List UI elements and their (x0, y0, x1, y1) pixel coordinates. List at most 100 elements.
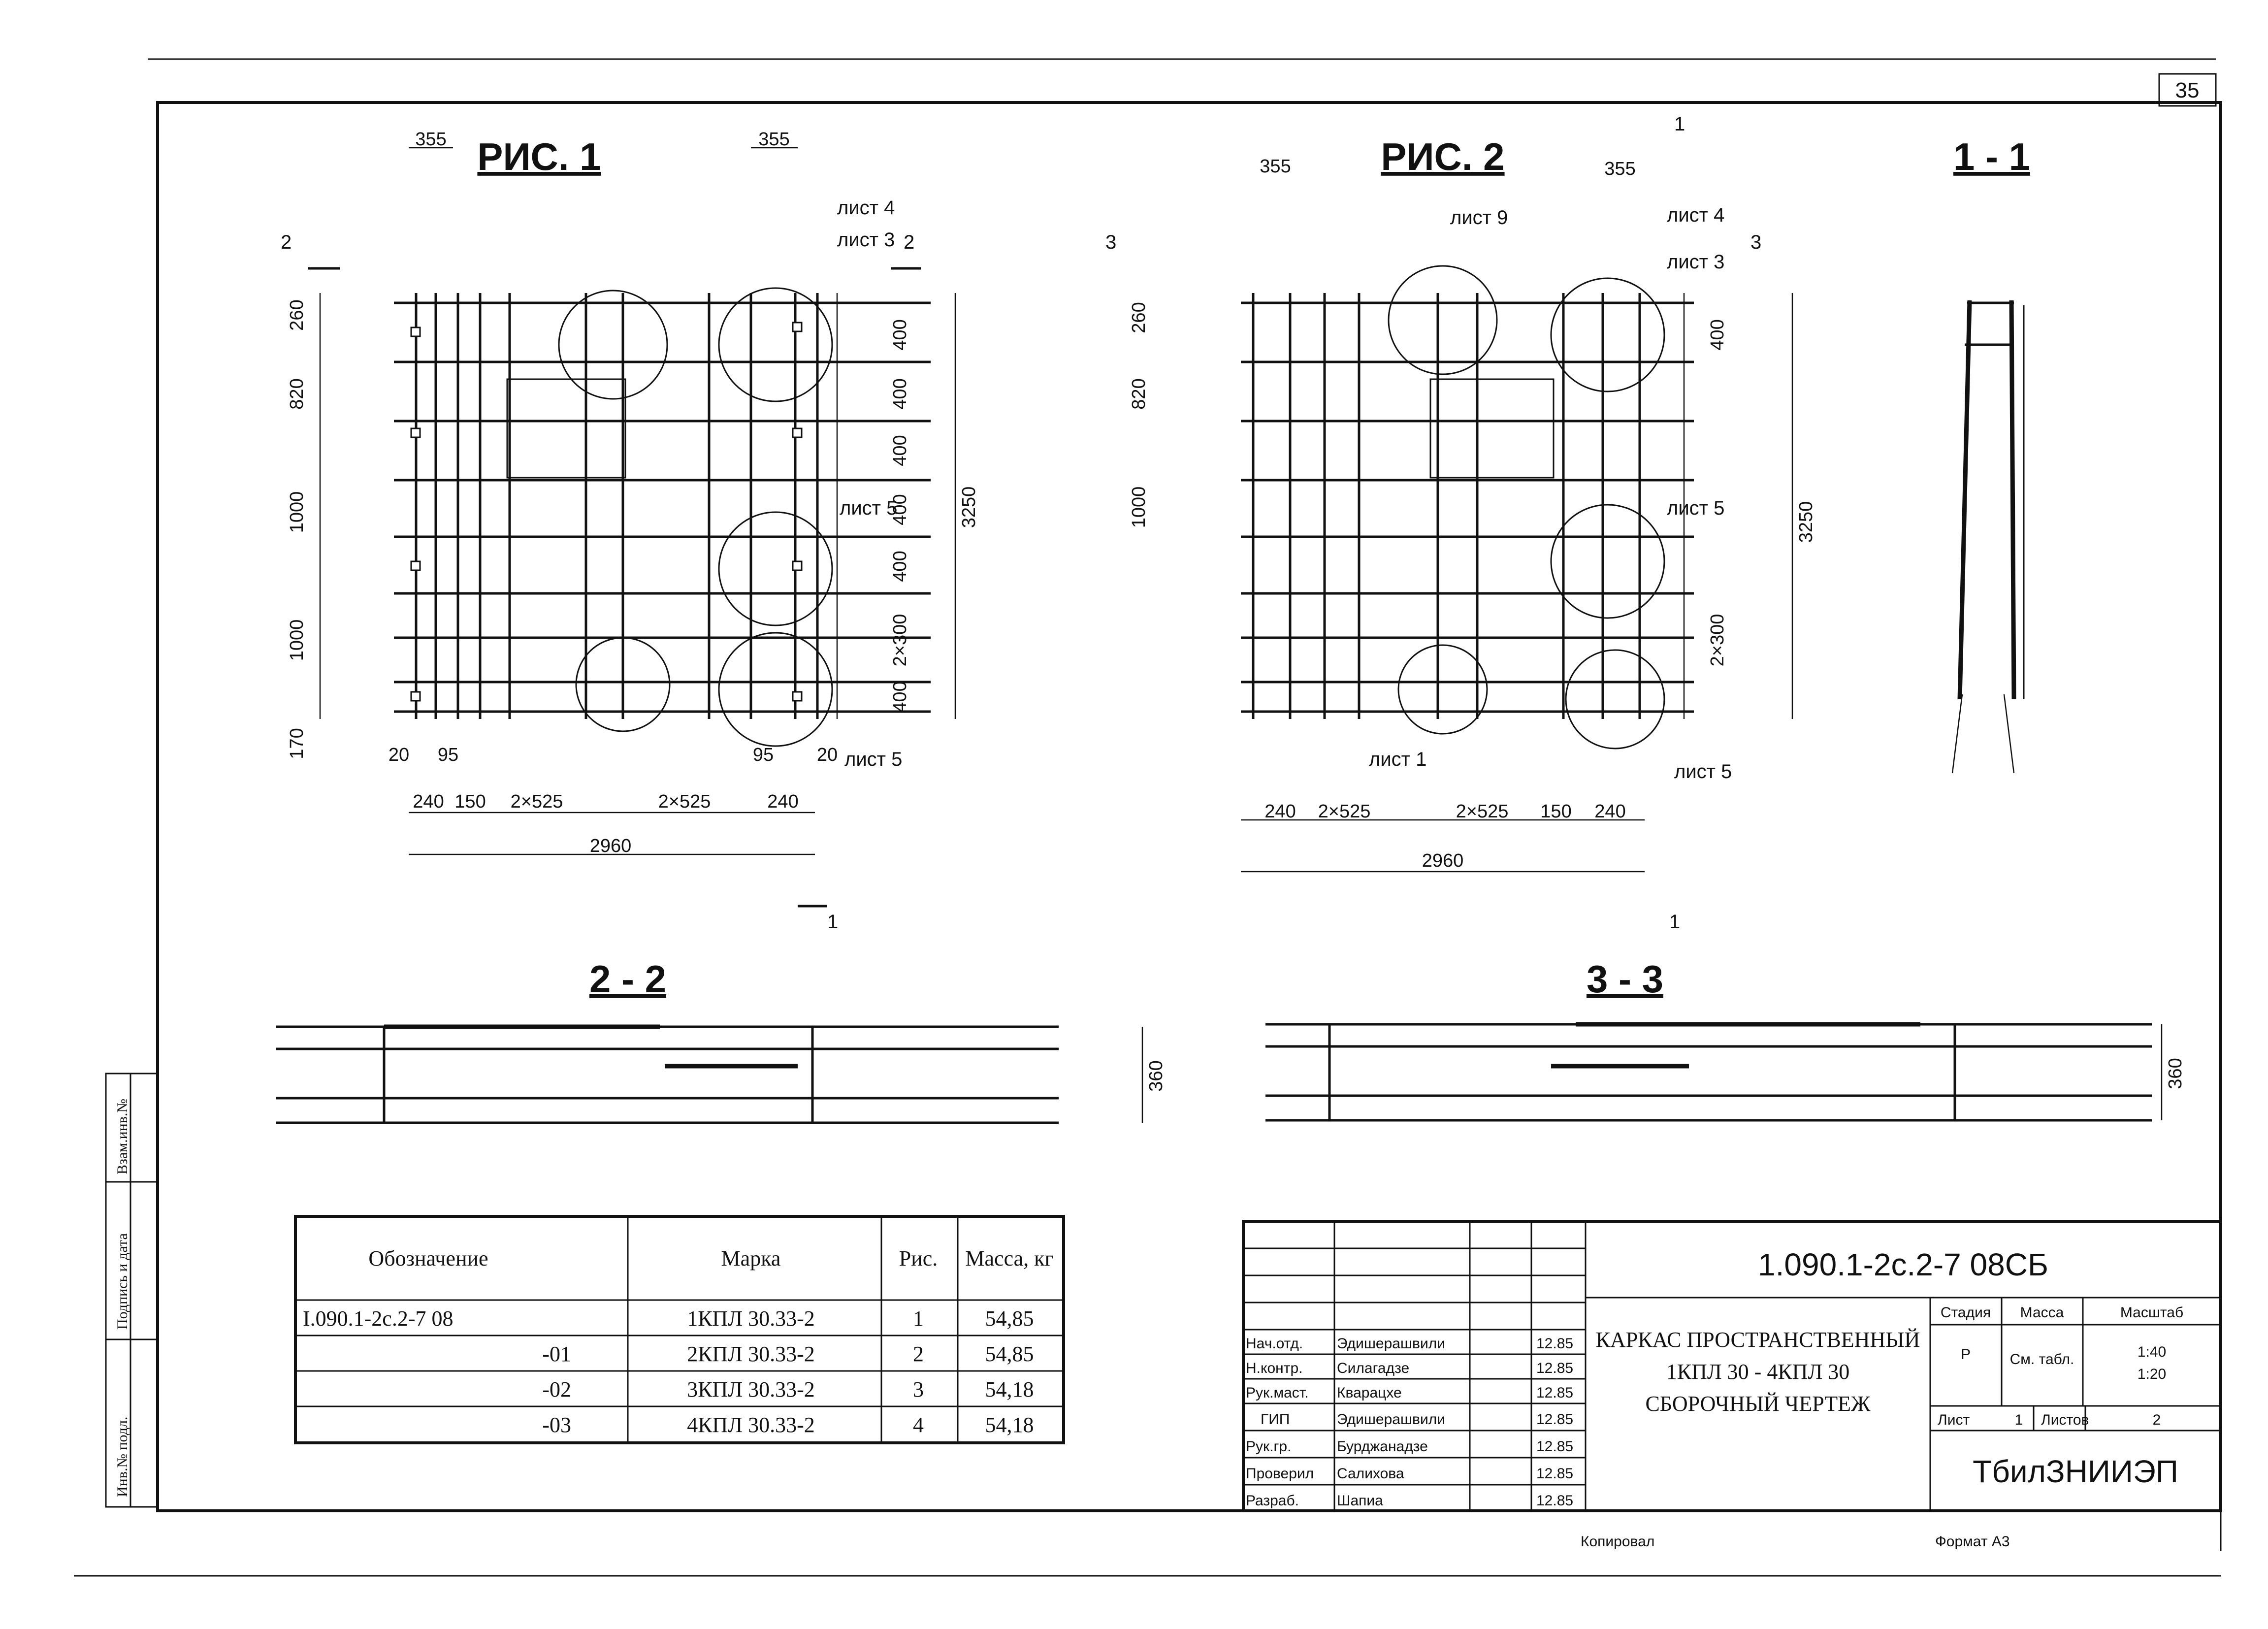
tb-name-line1: КАРКАС ПРОСТРАНСТВЕННЫЙ (1596, 1328, 1920, 1352)
tb-sheet-lbl: Лист (1938, 1412, 1970, 1428)
tb-mass: См. табл. (2010, 1351, 2074, 1368)
fig1-dim-355-right: 355 (758, 129, 789, 150)
sec-3-3-title: 3 - 3 (1587, 957, 1663, 1001)
fig2-callout-list3: лист 3 (1667, 251, 1724, 273)
section-1-1: 1 - 1 (1951, 135, 2030, 774)
fig2-dim-2x525-right: 2×525 (1456, 801, 1509, 822)
tb-date-1: 12.85 (1536, 1360, 1573, 1376)
fig2-callout-list9: лист 9 (1450, 207, 1508, 228)
figure-2-plan: РИС. 2 355 355 2960 240 2×525 (1105, 113, 1816, 933)
tb-mass-hdr: Масса (2020, 1304, 2064, 1321)
spec-r4-c3: 4 (913, 1413, 924, 1437)
side-stamp-replace: Взам.инв.№ (114, 1099, 130, 1174)
fig1-dim-95-right: 95 (753, 745, 774, 765)
spec-table: Обозначение Марка Рис. Масса, кг I.090.1… (294, 1215, 1065, 1444)
tb-scale-2: 1:20 (2138, 1366, 2166, 1382)
fig2-dim-240-left: 240 (1264, 801, 1296, 822)
spec-r1-c1: I.090.1-2с.2-7 08 (303, 1306, 454, 1331)
tb-role-4: Рук.гр. (1246, 1438, 1291, 1455)
tb-date-4: 12.85 (1536, 1438, 1573, 1455)
spec-r4-c2: 4КПЛ 30.33-2 (687, 1413, 815, 1437)
fig1-callout-list3: лист 3 (837, 229, 895, 251)
spec-r3-c1: -02 (542, 1377, 571, 1401)
fig2-dim-150: 150 (1540, 801, 1571, 822)
section-2-2: 2 - 2 360 (276, 957, 1166, 1124)
fig1-dim-240-left: 240 (413, 791, 444, 812)
tb-name-3: Эдишерашвили (1337, 1411, 1445, 1428)
side-stamp-inv: Инв.№ подл. (114, 1417, 130, 1497)
fig1-dim-400-c: 400 (890, 435, 910, 466)
tb-date-2: 12.85 (1536, 1385, 1573, 1401)
tb-sheet-no: 1 (2015, 1412, 2023, 1428)
tb-role-6: Разраб. (1246, 1493, 1299, 1509)
fig1-callout-list5-a: лист 5 (840, 497, 897, 519)
fig1-dim-1000-top: 1000 (287, 491, 307, 533)
footer-copied: Копировал (1581, 1533, 1654, 1550)
fig1-dim-240-right: 240 (767, 791, 798, 812)
fig1-title: РИС. 1 (477, 135, 601, 178)
fig2-callout-list5-b: лист 5 (1674, 761, 1732, 782)
spec-r1-c4: 54,85 (985, 1306, 1034, 1331)
svg-text:1: 1 (1669, 911, 1680, 933)
fig2-dim-2x300: 2×300 (1707, 614, 1728, 667)
spec-r2-c3: 2 (913, 1342, 924, 1366)
footer-format: Формат А3 (1935, 1533, 2010, 1550)
fig1-dim-2960: 2960 (590, 836, 632, 856)
spec-r3-c3: 3 (913, 1377, 924, 1401)
fig1-dim-2x525-right: 2×525 (658, 791, 711, 812)
tb-date-6: 12.85 (1536, 1493, 1573, 1509)
section-3-3: 3 - 3 360 (1265, 957, 2186, 1122)
fig2-dim-355-right: 355 (1604, 159, 1635, 179)
fig1-dim-3250: 3250 (959, 487, 979, 528)
fig1-dim-820: 820 (287, 378, 307, 409)
svg-text:1: 1 (1674, 113, 1685, 135)
fig2-dim-1000-top: 1000 (1129, 487, 1149, 528)
spec-r2-c4: 54,85 (985, 1342, 1034, 1366)
tb-stage: Р (1961, 1346, 1971, 1363)
title-block: Нач.отд. Н.контр. Рук.маст. ГИП Рук.гр. … (1242, 1220, 2222, 1512)
fig1-dim-95-left: 95 (438, 745, 458, 765)
fig2-title: РИС. 2 (1381, 135, 1504, 178)
tb-name-0: Эдишерашвили (1337, 1336, 1445, 1352)
side-stamp: Инв.№ подл. Подпись и дата Взам.инв.№ (105, 1073, 159, 1508)
spec-header-mark: Марка (721, 1246, 781, 1271)
figure-1-plan: РИС. 1 (281, 129, 979, 933)
fig2-dim-240-right: 240 (1594, 801, 1625, 822)
tb-role-2: Рук.маст. (1246, 1385, 1309, 1401)
fig1-dim-2x300: 2×300 (890, 614, 910, 667)
spec-r3-c2: 3КПЛ 30.33-2 (687, 1377, 815, 1401)
fig1-dim-355-left: 355 (415, 129, 446, 150)
fig2-callout-list1: лист 1 (1369, 749, 1426, 770)
tb-sheets-no: 2 (2153, 1412, 2161, 1428)
tb-name-line3: СБОРОЧНЫЙ ЧЕРТЕЖ (1646, 1392, 1871, 1416)
fig2-callout-list5-a: лист 5 (1667, 497, 1724, 519)
svg-text:3: 3 (1105, 231, 1116, 253)
spec-r1-c2: 1КПЛ 30.33-2 (687, 1306, 815, 1331)
fig1-dim-170: 170 (287, 728, 307, 759)
spec-r2-c2: 2КПЛ 30.33-2 (687, 1342, 815, 1366)
page-number-box (2158, 73, 2217, 107)
tb-scale-1: 1:40 (2138, 1344, 2166, 1360)
tb-name-6: Шапиа (1337, 1493, 1383, 1509)
tb-name-5: Салихова (1337, 1466, 1404, 1482)
tb-code: 1.090.1-2с.2-7 08СБ (1758, 1247, 2048, 1282)
tb-role-1: Н.контр. (1246, 1360, 1302, 1376)
tb-sheets-lbl: Листов (2041, 1412, 2089, 1428)
sec-2-2-dim-360: 360 (1146, 1060, 1166, 1091)
sec-3-3-dim-360: 360 (2165, 1058, 2186, 1089)
tb-org: ТбилЗНИИЭП (1973, 1454, 2178, 1489)
svg-text:1: 1 (827, 911, 838, 933)
fig1-dim-400-f: 400 (890, 681, 910, 712)
fig2-dim-820: 820 (1129, 378, 1149, 409)
fig1-dim-400-e: 400 (890, 551, 910, 582)
spec-header-mass: Масса, кг (965, 1246, 1053, 1271)
fig1-dim-150: 150 (454, 791, 486, 812)
spec-r1-c3: 1 (913, 1306, 924, 1331)
tb-date-0: 12.85 (1536, 1336, 1573, 1352)
svg-text:3: 3 (1750, 231, 1761, 253)
fig1-dim-20-right: 20 (817, 745, 838, 765)
tb-role-5: Проверил (1246, 1466, 1314, 1482)
fig2-dim-355-left: 355 (1260, 156, 1291, 177)
spec-r4-c4: 54,18 (985, 1413, 1034, 1437)
